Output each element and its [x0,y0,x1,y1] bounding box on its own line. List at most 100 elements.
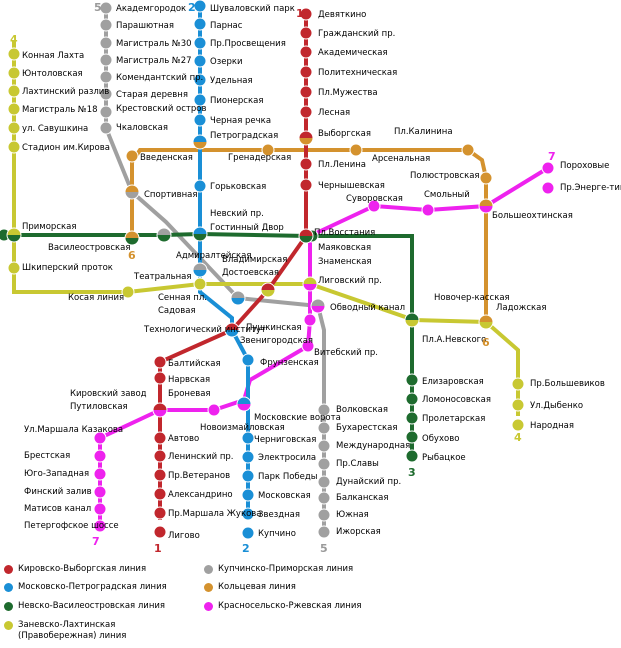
label-bolshoh[interactable]: Большеохтинская [492,211,573,221]
label-vyborg[interactable]: Выборгская [318,129,371,139]
label-dostoev[interactable]: Достоевская [222,268,279,278]
station-dot-line-4[interactable] [7,84,21,98]
label-akadem[interactable]: Академическая [318,48,388,58]
label-ugozap[interactable]: Юго-Западная [24,469,89,479]
label-politeh[interactable]: Политехническая [318,68,397,78]
station-dot-line-4[interactable] [7,140,21,154]
label-parnas[interactable]: Парнас [210,21,243,31]
label-konlahta[interactable]: Конная Лахта [22,51,84,61]
station-dot-line-1[interactable] [299,178,313,192]
label-petergof[interactable]: Петергофское шоссе [24,521,119,531]
station-dot-line-1[interactable] [299,26,313,40]
label-lomon[interactable]: Ломоносовская [422,395,491,405]
station-dot-line-7[interactable] [93,431,107,445]
label-frunz[interactable]: Фрунзенская [260,358,319,368]
label-lesnaya[interactable]: Лесная [318,108,350,118]
station-dot-line-2[interactable] [193,17,207,31]
station-dot-line-1[interactable] [299,65,313,79]
label-obvod[interactable]: Обводный канал [330,303,405,313]
station-dot-line-1[interactable] [153,371,167,385]
station-dot-line-2[interactable] [193,54,207,68]
label-zvezd[interactable]: Звездная [258,510,300,520]
station-dot-line-4[interactable] [193,277,207,291]
label-polyus[interactable]: Полюстровская [410,171,480,181]
station-dot-line-2[interactable] [241,488,255,502]
label-sennaya[interactable]: Сенная пл. [158,293,207,303]
label-energ-a[interactable]: Пр.Энерге-тиков [560,183,621,193]
interchange-station-5-7[interactable] [310,298,326,314]
label-sadovaya[interactable]: Садовая [158,306,196,316]
station-dot-line-4[interactable] [7,261,21,275]
label-matis[interactable]: Матисов канал [24,504,91,514]
label-vosst[interactable]: Пл.Восстания [314,228,375,238]
station-dot-line-7[interactable] [303,313,317,327]
label-zvenig[interactable]: Звенигородская [240,336,313,346]
label-veteran[interactable]: Пр.Ветеранов [168,471,230,481]
interchange-station-3-4[interactable] [404,312,420,328]
label-admir[interactable]: Адмиралтейская [176,251,252,261]
station-dot-line-6[interactable] [261,143,275,157]
label-finzal[interactable]: Финский залив [24,487,92,497]
label-teatr[interactable]: Театральная [133,272,192,282]
station-dot-line-5[interactable] [317,491,331,505]
label-mayak[interactable]: Маяковская [318,243,371,253]
station-dot-line-2[interactable] [241,353,255,367]
label-leninpr[interactable]: Ленинский пр. [168,452,233,462]
station-dot-line-7[interactable] [367,199,381,213]
station-dot-line-7[interactable] [93,502,107,516]
label-novocher[interactable]: Новочер-касская [434,293,510,303]
label-nevskogo[interactable]: Пл.А.Невского [422,335,486,345]
station-dot-line-2[interactable] [193,179,207,193]
interchange-station-6-4[interactable] [478,314,494,330]
interchange-station-1-2[interactable] [224,322,240,338]
label-gostin[interactable]: Гостинный Двор [210,223,284,233]
interchange-station-4-3[interactable] [6,227,22,243]
station-dot-line-5[interactable] [99,70,113,84]
label-kalin[interactable]: Пл.Калинина [394,127,453,137]
station-dot-line-7[interactable] [93,485,107,499]
label-akadgor[interactable]: Академгородок [116,4,186,14]
label-ligovo[interactable]: Лигово [168,531,200,541]
interchange-station-6-3[interactable] [124,230,140,246]
station-dot-line-7[interactable] [541,181,555,195]
station-dot-line-1[interactable] [299,85,313,99]
label-suvor[interactable]: Суворовская [346,194,403,204]
label-buhar[interactable]: Бухарестская [336,423,397,433]
label-chern[interactable]: Чернышевская [318,181,385,191]
station-dot-line-5[interactable] [99,18,113,32]
station-dot-line-5[interactable] [99,87,113,101]
label-kirova[interactable]: Стадион им.Кирова [22,143,110,153]
label-mezhd[interactable]: Международная [336,441,410,451]
label-primor[interactable]: Приморская [22,222,76,232]
station-dot-line-7[interactable] [93,519,107,533]
label-yuntol[interactable]: Юнтоловская [22,69,83,79]
station-dot-line-2[interactable] [193,113,207,127]
label-mag18[interactable]: Магистраль №18 [22,105,98,115]
station-dot-line-4[interactable] [121,285,135,299]
interchange-station-5-2[interactable] [230,290,246,306]
label-sport[interactable]: Спортивная [144,190,197,200]
label-nevsky[interactable]: Невский пр. [210,209,264,219]
label-petrograd[interactable]: Петроградская [210,131,278,141]
label-komend[interactable]: Комендантский пр. [116,73,203,83]
label-savush[interactable]: ул. Савушкина [22,124,88,134]
label-slavy[interactable]: Пр.Славы [336,459,379,469]
label-kazakova[interactable]: Ул.Маршала Казакова [24,425,123,435]
label-udeln[interactable]: Удельная [210,76,253,86]
station-dot-line-5[interactable] [317,508,331,522]
station-dot-line-2[interactable] [193,93,207,107]
station-dot-line-1[interactable] [153,468,167,482]
station-dot-line-3[interactable] [405,411,419,425]
station-dot-line-2[interactable] [241,507,255,521]
station-dot-line-5[interactable] [317,525,331,539]
label-dunay[interactable]: Дунайский пр. [336,477,401,487]
label-muzh[interactable]: Пл.Мужества [318,88,378,98]
label-smoln[interactable]: Смольный [424,190,470,200]
label-avtovo[interactable]: Автово [168,434,199,444]
label-znamen[interactable]: Знаменская [318,257,372,267]
label-vveden[interactable]: Введенская [140,153,193,163]
station-dot-line-1[interactable] [299,105,313,119]
label-starder[interactable]: Старая деревня [116,90,188,100]
station-dot-line-2[interactable] [241,450,255,464]
station-dot-line-2[interactable] [241,526,255,540]
